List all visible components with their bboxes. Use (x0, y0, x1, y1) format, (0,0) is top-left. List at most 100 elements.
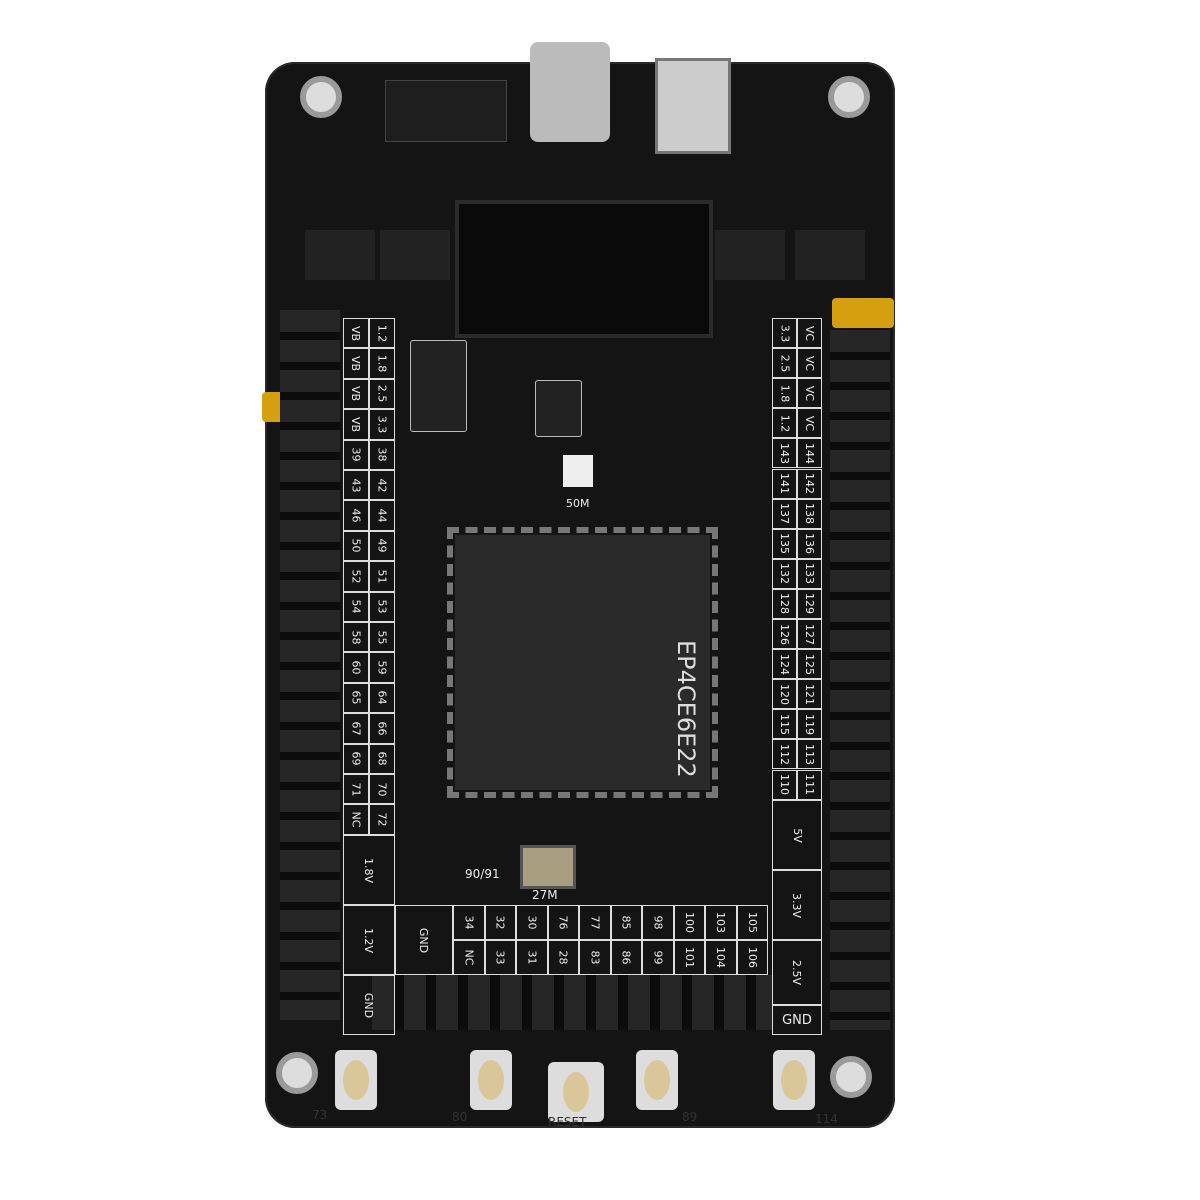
pin-label: VC (797, 378, 822, 409)
power-label: 1.2V (343, 905, 395, 975)
pin-text: 112 (778, 743, 791, 765)
pin-text: 129 (803, 593, 816, 615)
bottom-pin-header[interactable] (372, 975, 772, 1030)
pin-label: 42 (369, 470, 395, 501)
usb-c-port[interactable] (530, 42, 610, 142)
pin-text: 59 (375, 660, 389, 675)
mount-hole (300, 76, 342, 118)
pin-label: 120 (772, 679, 797, 710)
pin-label: 68 (369, 743, 395, 774)
pin-label: 126 (772, 619, 797, 650)
pin-label: VC (797, 318, 822, 349)
pin-text: 50 (349, 538, 363, 553)
pin-text: VC (803, 355, 816, 371)
pin-text: 60 (349, 660, 363, 675)
pin-label: 31 (516, 940, 548, 975)
pin-label: 85 (610, 905, 642, 940)
left-pin-header[interactable] (280, 310, 340, 1020)
pin-label: 72 (369, 804, 395, 835)
pin-label: 33 (484, 940, 516, 975)
pin-label: 44 (369, 500, 395, 531)
pin-label: 83 (579, 940, 611, 975)
pin-label: 50 (343, 530, 369, 562)
pin-label: 59 (369, 652, 395, 683)
pin-text: 83 (588, 950, 602, 965)
pin-label: 49 (369, 530, 395, 562)
pin-text: 99 (651, 950, 665, 965)
pin-label: 2.5 (369, 378, 395, 410)
pin-text: 34 (462, 915, 476, 930)
pin-text: 58 (349, 630, 363, 645)
jumper[interactable] (832, 298, 894, 328)
button-114[interactable] (773, 1050, 815, 1110)
pin-label: 111 (797, 769, 822, 800)
pin-text: NC (349, 811, 363, 828)
pin-label: 30 (516, 905, 548, 940)
pin-text: 30 (525, 915, 539, 930)
pin-text: 1.8 (778, 384, 791, 402)
pin-text: 136 (803, 533, 816, 555)
pin-text: VC (803, 415, 816, 431)
jtag-connector[interactable] (455, 200, 713, 338)
pin-text: 44 (375, 508, 389, 523)
pin-label: VC (797, 348, 822, 379)
pin-text: 124 (778, 653, 791, 675)
pin-text: 144 (803, 442, 816, 464)
pin-text: 115 (778, 713, 791, 735)
pin-label: 106 (736, 940, 768, 975)
chip-label: EP4CE6E22 (672, 640, 700, 778)
pin-label: VC (797, 408, 822, 439)
reset-button[interactable] (548, 1062, 604, 1122)
pin-label: 34 (453, 905, 485, 940)
pin-label: 101 (673, 940, 705, 975)
oscillator-27m (520, 845, 576, 889)
pin-text: 68 (375, 751, 389, 766)
pin-text: VB (349, 325, 363, 341)
pin-text: 52 (349, 569, 363, 584)
pin-text: 121 (803, 683, 816, 705)
pin-label: 100 (673, 905, 705, 940)
pin-label: 113 (797, 739, 822, 770)
pin-label: 133 (797, 558, 822, 589)
pin-label: 46 (343, 500, 369, 531)
button-89[interactable] (636, 1050, 678, 1110)
button-80[interactable] (470, 1050, 512, 1110)
pin-label: 52 (343, 561, 369, 592)
pin-text: VC (803, 385, 816, 401)
regulator (795, 230, 865, 280)
ic (535, 380, 582, 437)
pin-text: 113 (803, 743, 816, 765)
pin-text: 33 (493, 950, 507, 965)
power-switch[interactable] (655, 58, 731, 154)
pin-text: 28 (556, 950, 570, 965)
regulator (715, 230, 785, 280)
pin-label: 65 (343, 682, 369, 714)
pin-label: 127 (797, 619, 822, 650)
pin-label: 1.2 (369, 318, 395, 349)
pin-label: 3.3 (369, 409, 395, 440)
pin-label: 60 (343, 652, 369, 683)
button-73[interactable] (335, 1050, 377, 1110)
pin-label: 1.2 (772, 408, 797, 439)
pin-text: 141 (778, 473, 791, 495)
pin-text: 132 (778, 563, 791, 585)
pin-text: 66 (375, 721, 389, 736)
pin-text: 31 (525, 950, 539, 965)
pin-text: 125 (803, 653, 816, 675)
pin-label: 124 (772, 649, 797, 680)
pin-text: 49 (375, 538, 389, 553)
mount-hole (276, 1052, 318, 1094)
pin-label: 58 (343, 622, 369, 653)
pin-label: 43 (343, 470, 369, 501)
button-label: 80 (452, 1110, 468, 1124)
pin-label: VB (343, 378, 369, 410)
right-pin-header[interactable] (830, 330, 890, 1030)
pin-text: 1.2 (778, 414, 791, 433)
pin-text: 2.5 (778, 354, 791, 372)
pin-label: 69 (343, 743, 369, 774)
pin-label: 71 (343, 774, 369, 805)
pin-text: 138 (803, 503, 816, 525)
pin-text: VC (803, 325, 816, 341)
pin-text: 3.3 (375, 415, 389, 434)
ic (410, 340, 467, 432)
